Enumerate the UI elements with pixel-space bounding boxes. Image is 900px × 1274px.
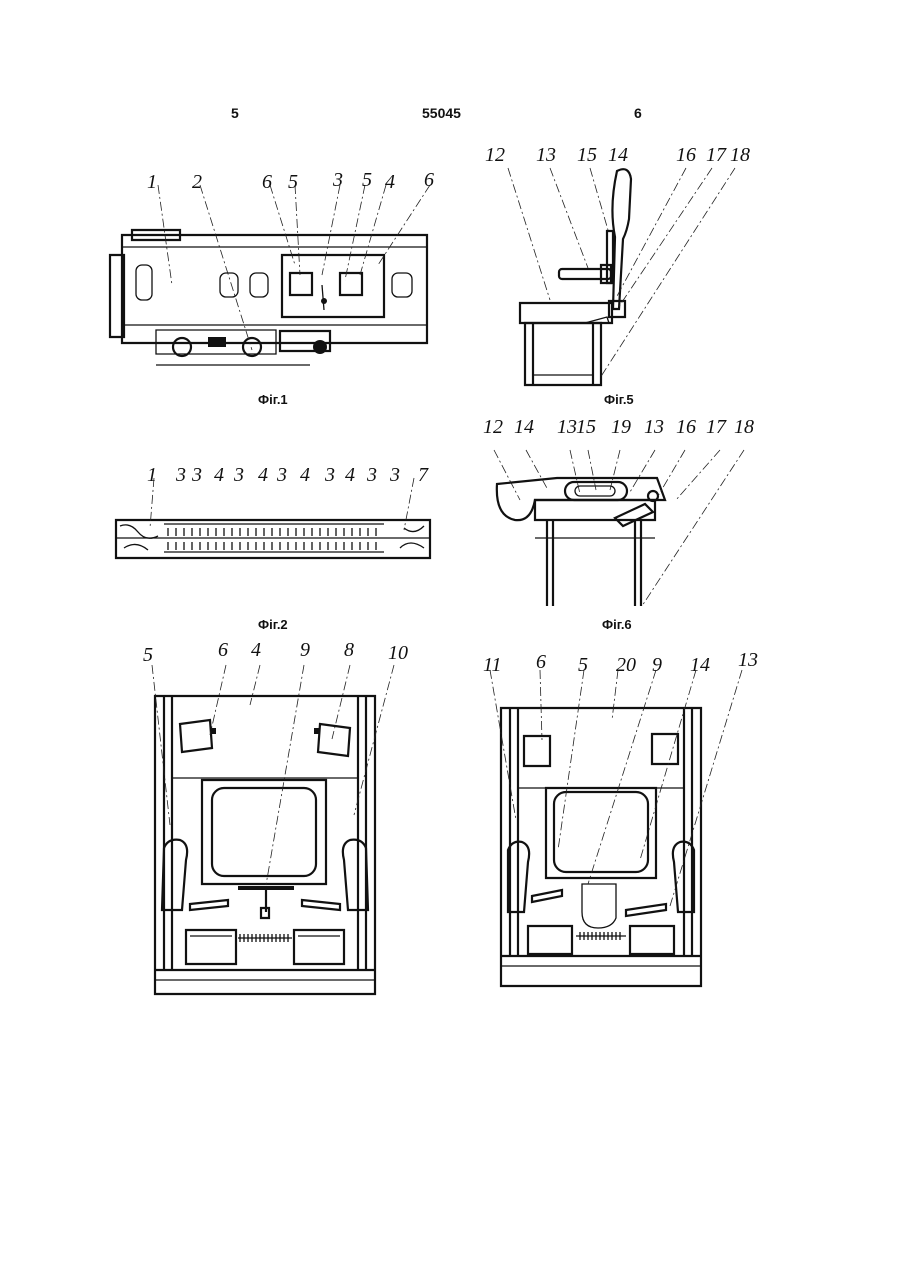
- patent-number: 55045: [422, 105, 461, 121]
- fig4-label: 6: [536, 652, 546, 672]
- fig1-label: 1: [147, 172, 157, 192]
- fig4-label: 9: [652, 655, 662, 675]
- fig2-label: 4: [258, 465, 268, 485]
- figure-6-leaders: [480, 430, 760, 610]
- fig1-label: 6: [424, 170, 434, 190]
- fig6-label: 13: [644, 417, 664, 437]
- figure-1-caption: Фіг.1: [258, 392, 288, 407]
- fig6-label: 18: [734, 417, 754, 437]
- fig6-label: 19: [611, 417, 631, 437]
- fig5-label: 18: [730, 145, 750, 165]
- fig4-label: 11: [483, 655, 502, 675]
- fig4-label: 20: [616, 655, 636, 675]
- fig1-label: 5: [362, 170, 372, 190]
- page-number-left: 5: [231, 105, 239, 121]
- fig1-label: 3: [333, 170, 343, 190]
- fig3-label: 9: [300, 640, 310, 660]
- fig5-label: 14: [608, 145, 628, 165]
- fig5-label: 15: [577, 145, 597, 165]
- fig6-label: 13: [557, 417, 577, 437]
- fig3-label: 6: [218, 640, 228, 660]
- fig2-label: 3: [192, 465, 202, 485]
- fig1-label: 5: [288, 172, 298, 192]
- fig6-label: 15: [576, 417, 596, 437]
- figure-2-drawing: [114, 518, 432, 560]
- figure-1-drawing: [110, 225, 440, 370]
- fig2-label: 3: [234, 465, 244, 485]
- fig4-label: 5: [578, 655, 588, 675]
- fig5-label: 17: [706, 145, 726, 165]
- fig2-label: 3: [277, 465, 287, 485]
- figure-3-leaders: [140, 645, 420, 845]
- fig6-label: 17: [706, 417, 726, 437]
- fig2-label: 1: [147, 465, 157, 485]
- fig2-label: 3: [176, 465, 186, 485]
- fig1-label: 4: [385, 172, 395, 192]
- fig6-label: 16: [676, 417, 696, 437]
- fig1-label: 6: [262, 172, 272, 192]
- fig3-label: 5: [143, 645, 153, 665]
- fig6-label: 12: [483, 417, 503, 437]
- fig3-label: 10: [388, 643, 408, 663]
- fig6-label: 14: [514, 417, 534, 437]
- figure-5-caption: Фіг.5: [604, 392, 634, 407]
- fig2-label: 7: [418, 465, 428, 485]
- fig1-label: 2: [192, 172, 202, 192]
- figure-4-leaders: [480, 650, 770, 890]
- figure-2-caption: Фіг.2: [258, 617, 288, 632]
- fig3-label: 8: [344, 640, 354, 660]
- fig2-label: 4: [345, 465, 355, 485]
- fig3-label: 4: [251, 640, 261, 660]
- fig2-label: 4: [214, 465, 224, 485]
- fig5-label: 13: [536, 145, 556, 165]
- figure-5-leaders: [490, 150, 750, 390]
- figure-6-caption: Фіг.6: [602, 617, 632, 632]
- fig4-label: 14: [690, 655, 710, 675]
- fig4-label: 13: [738, 650, 758, 670]
- fig2-label: 3: [325, 465, 335, 485]
- fig2-label: 3: [390, 465, 400, 485]
- fig2-label: 3: [367, 465, 377, 485]
- fig2-label: 4: [300, 465, 310, 485]
- fig5-label: 12: [485, 145, 505, 165]
- fig5-label: 16: [676, 145, 696, 165]
- page-number-right: 6: [634, 105, 642, 121]
